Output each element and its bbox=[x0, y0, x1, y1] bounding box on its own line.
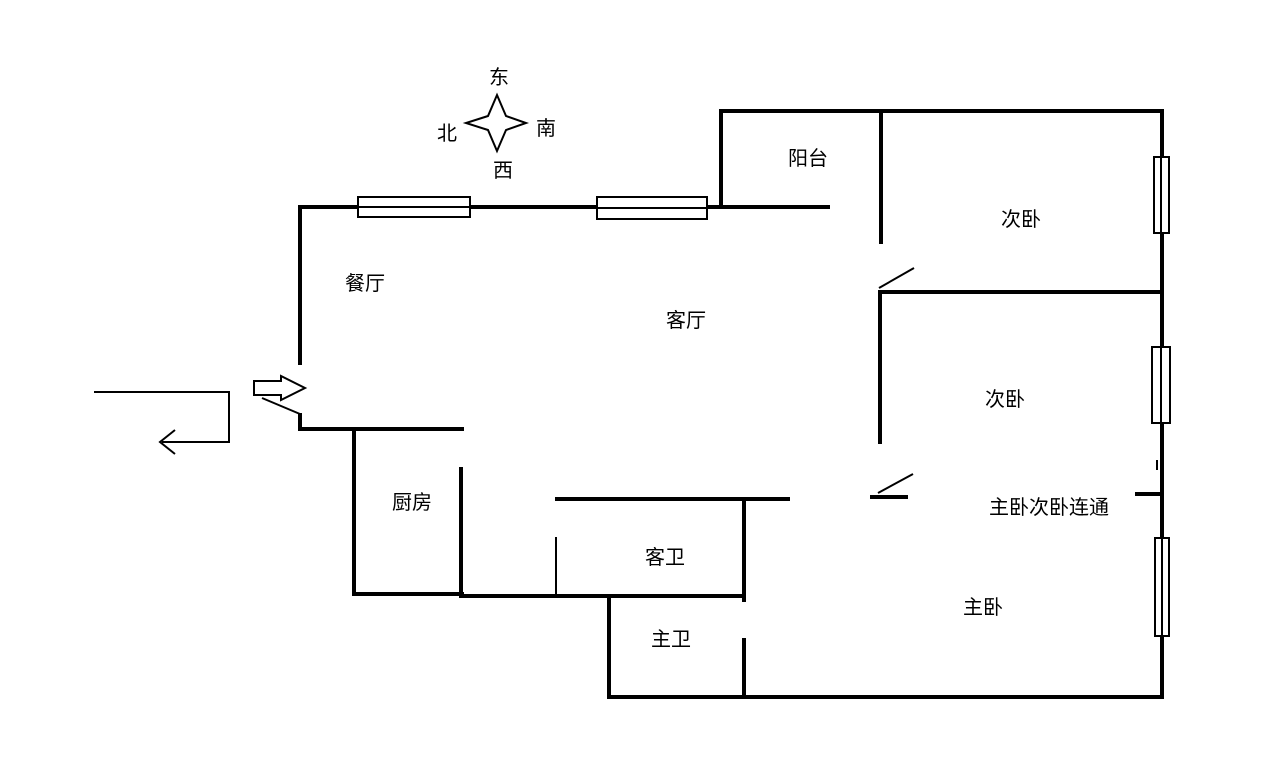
label-bedroom-mid: 次卧 bbox=[985, 387, 1025, 411]
entry-arrow-icon bbox=[253, 374, 308, 402]
walls bbox=[298, 109, 1164, 699]
door-entrance bbox=[261, 397, 301, 415]
label-bedroom-top: 次卧 bbox=[1001, 207, 1041, 231]
label-master-bedroom: 主卧 bbox=[963, 595, 1003, 619]
compass-north: 北 bbox=[437, 121, 457, 145]
compass: 东 北 南 西 bbox=[437, 65, 556, 182]
windows bbox=[357, 156, 1171, 637]
door-master bbox=[877, 473, 914, 494]
exit-arrowhead-icon bbox=[158, 429, 176, 455]
exit-path-line bbox=[94, 391, 230, 443]
label-dining: 餐厅 bbox=[345, 271, 385, 295]
label-guest-bath: 客卫 bbox=[645, 545, 685, 569]
label-balcony: 阳台 bbox=[788, 146, 828, 170]
entrance-arrows bbox=[94, 374, 308, 455]
compass-star-icon bbox=[462, 92, 530, 154]
room-labels: 阳台 次卧 餐厅 客厅 次卧 厨房 主卧次卧连通 客卫 主卫 主卧 bbox=[345, 146, 1109, 651]
label-master-link: 主卧次卧连通 bbox=[989, 495, 1109, 519]
doors bbox=[261, 267, 915, 494]
door-bedroom-top bbox=[878, 267, 915, 289]
label-master-bath: 主卫 bbox=[651, 627, 691, 651]
compass-east: 东 bbox=[489, 65, 509, 89]
compass-west: 西 bbox=[493, 158, 513, 182]
label-living: 客厅 bbox=[666, 308, 706, 332]
compass-south: 南 bbox=[536, 116, 556, 140]
label-kitchen: 厨房 bbox=[392, 490, 432, 514]
